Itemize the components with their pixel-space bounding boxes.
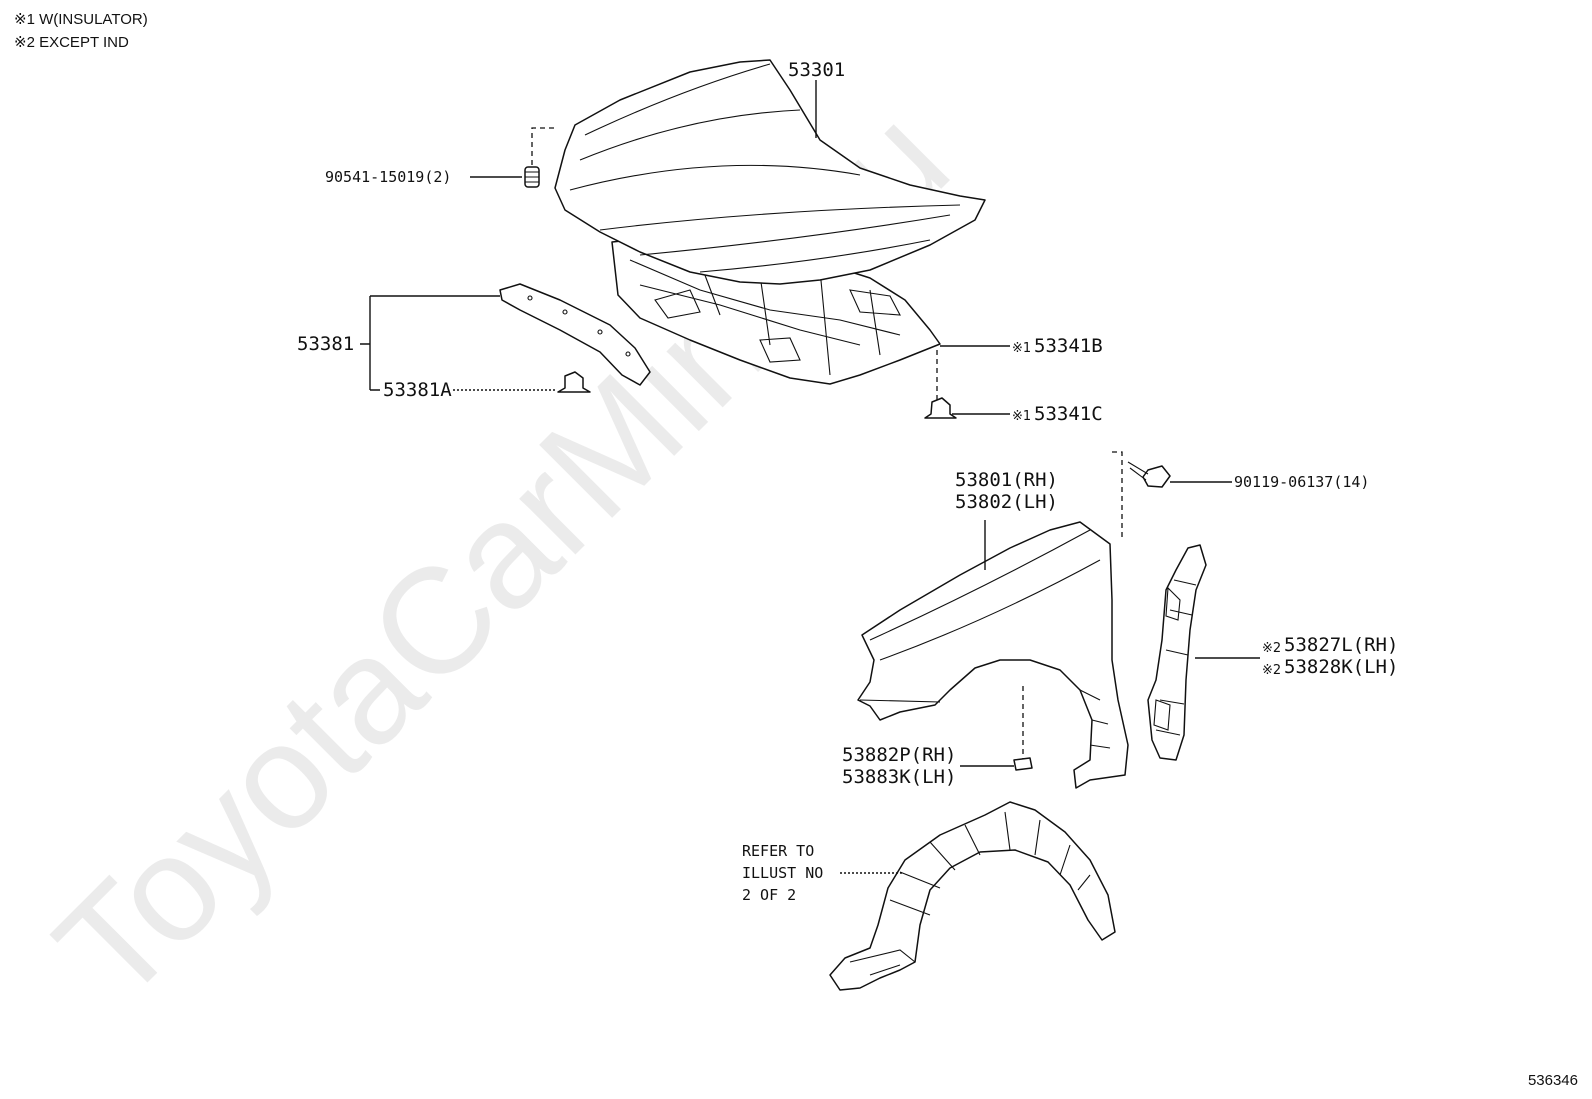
fender-seal-lh-label: 53828K(LH) (1284, 656, 1398, 678)
fender-liner-ribs (849, 811, 1091, 976)
note-2: ※2 EXCEPT IND (14, 33, 129, 51)
note-2-text: EXCEPT IND (39, 34, 129, 51)
fender-lh-label: 53802(LH) (955, 491, 1058, 513)
fender-seal-ribs (1153, 579, 1197, 736)
figure-id: 536346 (1527, 1072, 1578, 1089)
fender-liner-ref-line-1: REFER TO (742, 842, 814, 860)
note-1-text: W(INSULATOR) (39, 11, 148, 28)
insulator-clip-mark: ※1 (1012, 409, 1031, 424)
fender-seal-rh-mark: ※2 (1262, 641, 1281, 656)
fender-contours (859, 529, 1111, 749)
fender-bolt-label: 90119-06137(14) (1234, 473, 1369, 491)
fender-bolt-icon (1127, 461, 1171, 488)
hood-seal-clip-icon (557, 371, 591, 393)
fender-seal-lh-mark: ※2 (1262, 663, 1281, 678)
hood-bumper-label: 90541-15019(2) (325, 168, 451, 186)
insulator-ribs (629, 259, 901, 376)
fender-bracket-rh-label: 53882P(RH) (842, 744, 956, 766)
hood-seal-label: 53381 (297, 333, 354, 355)
hood-seal-holes (527, 295, 631, 357)
insulator-label: 53341B (1034, 335, 1103, 357)
fender-liner-ref-line-3: 2 OF 2 (742, 886, 796, 904)
hood-bumper-icon (524, 166, 540, 188)
hood-contours (569, 63, 961, 273)
note-1-mark: ※1 (14, 11, 35, 28)
fender-liner-ref-line-2: ILLUST NO (742, 864, 823, 882)
fender-seal-rh-label: 53827L(RH) (1284, 634, 1398, 656)
fender-bracket-icon (1013, 757, 1033, 771)
fender-bracket-lh-label: 53883K(LH) (842, 766, 956, 788)
fender-rh-label: 53801(RH) (955, 469, 1058, 491)
hood-illustration (554, 59, 986, 385)
hood-bumper-dashline (531, 127, 556, 165)
hood-seal-shape (499, 283, 651, 386)
hood-seal-clip-label: 53381A (383, 379, 452, 401)
note-1: ※1 W(INSULATOR) (14, 10, 148, 28)
insulator-mark: ※1 (1012, 341, 1031, 356)
insulator-clip-label: 53341C (1034, 403, 1103, 425)
fender-liner-shape (829, 801, 1116, 991)
insulator-clip-icon (924, 397, 957, 419)
fender-bolt-dashline (1112, 451, 1123, 540)
hood-shape (554, 59, 986, 285)
hood-label: 53301 (788, 59, 845, 81)
note-2-mark: ※2 (14, 34, 35, 51)
hood-seal-bracket (360, 295, 500, 391)
fender-shape (857, 521, 1129, 789)
